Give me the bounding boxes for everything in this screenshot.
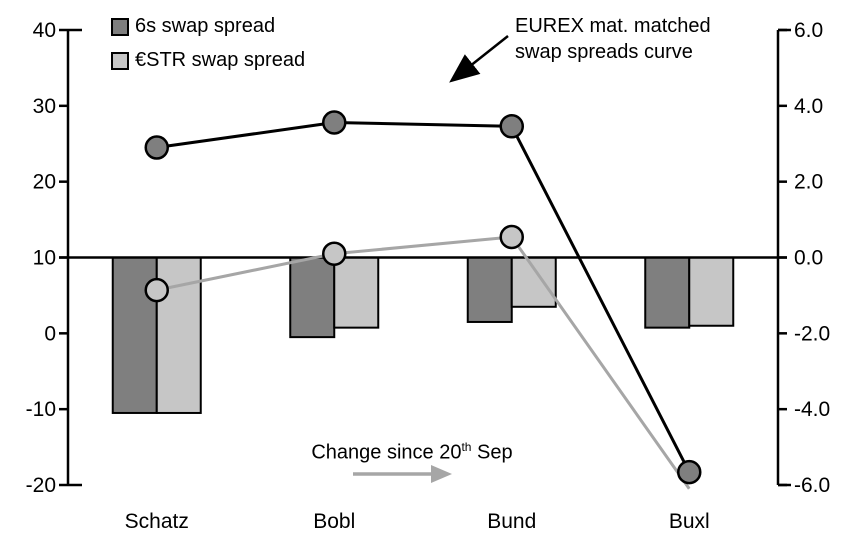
curve-annotation-line1: EUREX mat. matched — [515, 15, 711, 37]
legend-swatch-6s-icon — [111, 17, 129, 36]
right-tick-label: 0.0 — [794, 247, 823, 270]
marker-6s-bobl — [322, 110, 347, 135]
left-tick-label: 10 — [33, 247, 56, 270]
legend-label-6s: 6s swap spread — [135, 15, 276, 37]
marker-estr-schatz — [144, 277, 169, 303]
left-tick-label: -20 — [26, 474, 56, 497]
bar-estr-bobl — [333, 256, 380, 329]
bar-6s-bobl — [289, 256, 336, 339]
bar-estr-buxl — [688, 256, 735, 327]
bar-6s-buxl — [644, 256, 691, 329]
legend-item-6s: 6s swap spread — [111, 15, 305, 38]
legend-swatch-estr-icon — [111, 51, 129, 70]
bar-6s-bund — [466, 256, 513, 323]
curve-annotation-arrow-icon — [449, 35, 509, 83]
right-tick-label: -6.0 — [794, 474, 830, 497]
left-tick-label: 20 — [33, 171, 56, 194]
legend-item-estr: €STR swap spread — [111, 49, 305, 72]
right-tick-label: -4.0 — [794, 398, 830, 421]
line-6s — [156, 121, 691, 473]
right-tick-label: 4.0 — [794, 95, 823, 118]
category-label-bobl: Bobl — [313, 510, 355, 533]
left-tick-label: -10 — [26, 398, 56, 421]
marker-estr-bund — [499, 224, 524, 250]
legend: 6s swap spread €STR swap spread — [111, 15, 305, 72]
curve-annotation: EUREX mat. matched swap spreads curve — [515, 13, 711, 65]
marker-6s-bund — [499, 114, 524, 139]
marker-6s-buxl — [677, 459, 702, 485]
category-label-buxl: Buxl — [669, 510, 710, 533]
change-annotation: Change since 20th Sep — [311, 440, 513, 464]
category-label-schatz: Schatz — [125, 510, 189, 533]
legend-label-estr: €STR swap spread — [135, 49, 306, 71]
curve-annotation-line2: swap spreads curve — [515, 41, 693, 63]
bar-estr-bund — [510, 256, 557, 308]
line-estr — [156, 235, 691, 490]
right-tick-label: 2.0 — [794, 171, 823, 194]
marker-estr-bobl — [322, 241, 347, 266]
left-tick-label: 40 — [33, 19, 56, 42]
right-tick-label: -2.0 — [794, 322, 830, 345]
change-arrow-head-icon — [431, 465, 452, 483]
left-tick-label: 0 — [44, 322, 56, 345]
right-tick-label: 6.0 — [794, 19, 823, 42]
category-label-bund: Bund — [487, 510, 536, 533]
marker-6s-schatz — [144, 135, 169, 160]
left-tick-label: 30 — [33, 95, 56, 118]
